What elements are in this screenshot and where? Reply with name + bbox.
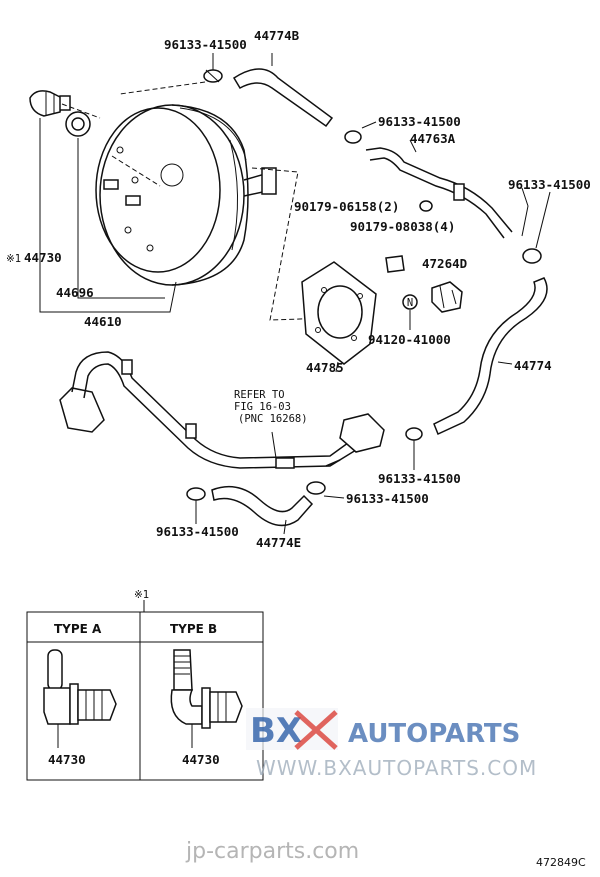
clamp-top [203,69,223,83]
label-44730: 44730 [24,250,62,265]
type-b-header: TYPE B [170,622,217,636]
clamp-mid [405,427,423,441]
label-90179-06158: 90179-06158(2) [294,199,399,214]
dash-clamp [119,81,206,95]
type-table: ※1 TYPE A TYPE B 44730 44730 [26,589,264,781]
check-valve-44730 [29,90,71,117]
watermark-autoparts: AUTOPARTS [348,719,520,749]
clamp-lowleft [186,487,206,501]
brake-booster-44610 [95,104,277,286]
leader-44696 [77,138,165,299]
bracket-47264D [431,281,463,313]
label-94120-41000: 94120-41000 [368,332,451,347]
label-90179-08038: 90179-08038(4) [350,219,455,234]
hose-44774E [211,485,314,527]
label-96133-41500-farright: 96133-41500 [508,177,591,192]
label-44785: 44785 [306,360,344,375]
label-96133-41500-lowmid: 96133-41500 [346,491,429,506]
nut-90179-06158 [419,200,433,212]
clamp-lowmid [306,481,326,495]
label-44696: 44696 [56,285,94,300]
type-a-header: TYPE A [54,622,102,636]
leader-44610 [39,118,177,313]
nut-90179-08038 [385,255,405,273]
watermark-x-mark [294,710,338,750]
vacuum-pipe [59,351,385,469]
refer-line-3: (PNC 16268) [238,413,308,425]
refer-line-2: FIG 16-03 [234,401,291,413]
leader-dash [61,103,101,119]
type-b-part-label: 44730 [182,752,220,767]
label-96133-41500-top: 96133-41500 [164,37,247,52]
clamp-farright [522,248,542,264]
watermark-url: WWW.BXAUTOPARTS.COM [256,756,537,780]
leader-clamp-farright [535,191,551,249]
label-96133-41500-lowleft: 96133-41500 [156,524,239,539]
leader-44774E [283,519,287,535]
label-44610: 44610 [84,314,122,329]
type-a-valve-drawing [43,649,117,748]
leader-44785 [335,361,339,373]
assembly-dash [251,167,331,321]
label-note-mark: ※1 [6,253,21,265]
leader-clamp-lowmid [323,495,345,499]
leader-clamp-right1 [361,121,377,129]
n-symbol [402,294,418,310]
watermark-site: jp-carparts.com [185,839,359,864]
n-symbol-label: N [407,297,413,309]
label-44774E: 44774E [256,535,301,550]
grommet-44696 [65,111,91,137]
watermark-logo: BX AUTOPARTS [246,708,520,751]
figure-code: 472849C [536,856,586,869]
hose-44774B [232,68,334,128]
label-44774: 44774 [514,358,552,373]
type-table-mark: ※1 [134,589,149,601]
leader-44774 [497,361,513,365]
leader-refer [271,431,277,459]
type-a-part-label: 44730 [48,752,86,767]
hose-end [521,187,529,237]
hose-44774 [433,277,548,436]
watermark-bx: BX [250,711,302,751]
label-44763A: 44763A [410,131,456,146]
label-44774B: 44774B [254,28,300,43]
type-b-valve-drawing [170,649,243,748]
label-96133-41500-right1: 96133-41500 [378,114,461,129]
label-96133-41500-mid: 96133-41500 [378,471,461,486]
pipe-44763A [365,139,513,239]
clamp-right1 [344,130,362,144]
refer-line-1: REFER TO [234,389,285,401]
label-47264D: 47264D [422,256,467,271]
gasket-44785 [301,261,377,365]
